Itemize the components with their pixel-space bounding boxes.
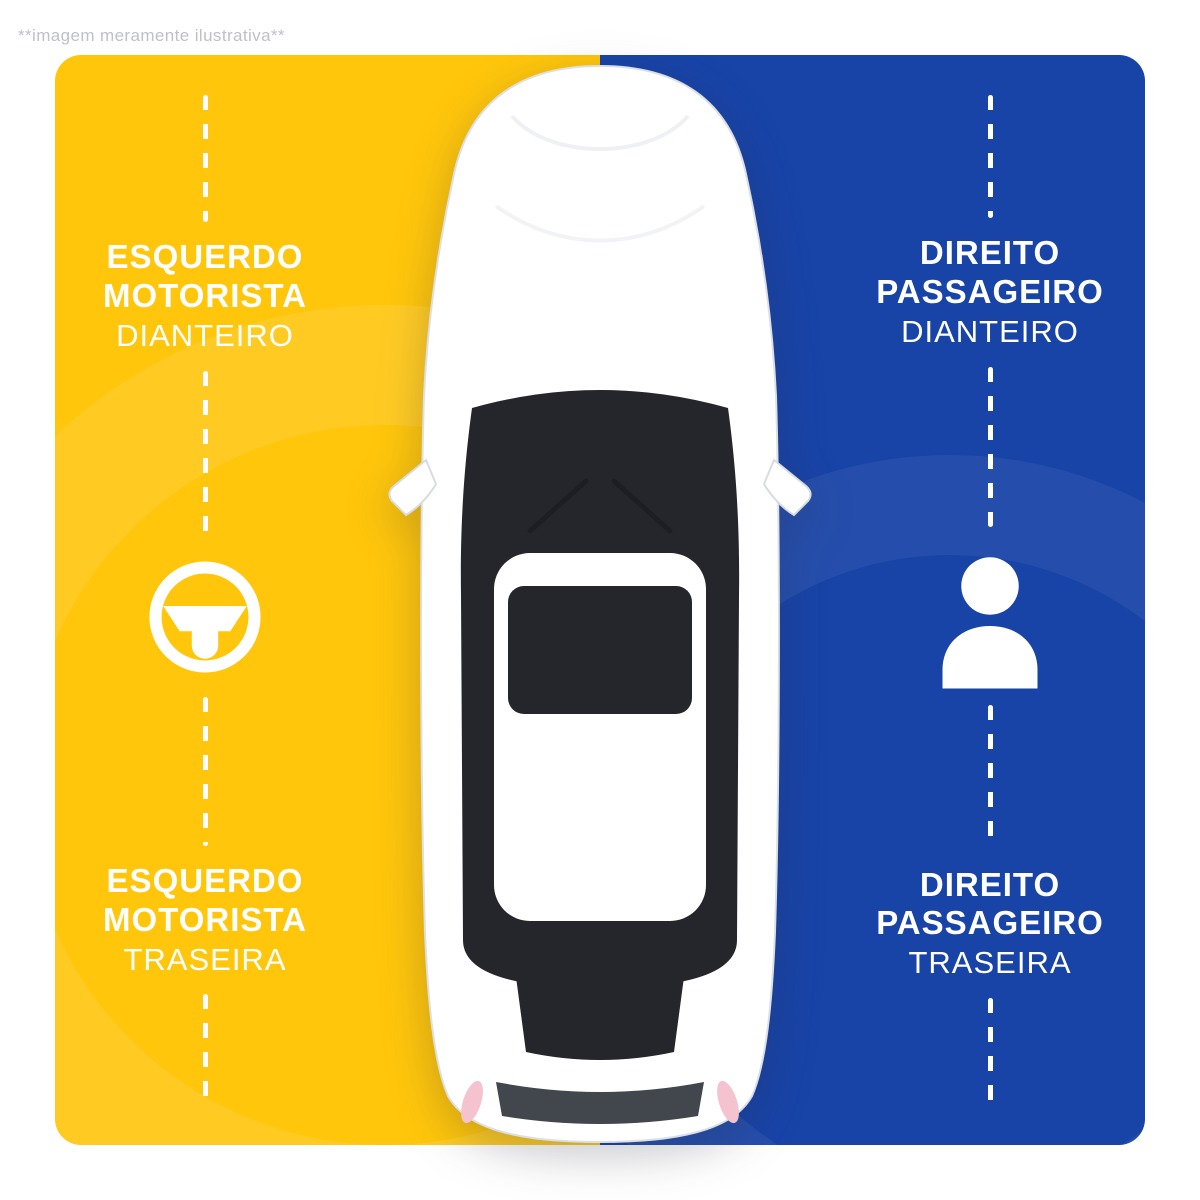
label-line: MOTORISTA	[103, 277, 307, 315]
passenger-side-column: DIREITO PASSAGEIRO DIANTEIRO DIREITO PAS…	[830, 95, 1145, 1105]
steering-wheel-icon	[139, 551, 271, 683]
car-orientation-panel: ESQUERDO MOTORISTA DIANTEIRO ESQUERDO MO…	[55, 55, 1145, 1145]
driver-side-column: ESQUERDO MOTORISTA DIANTEIRO ESQUERDO MO…	[55, 95, 365, 1105]
quadrant-label-rear-right: DIREITO PASSAGEIRO TRASEIRA	[876, 866, 1104, 982]
dashed-line-segment	[202, 370, 208, 537]
dashed-line-segment	[987, 366, 993, 528]
dashed-line-segment	[987, 705, 993, 850]
quadrant-label-front-left: ESQUERDO MOTORISTA DIANTEIRO	[103, 238, 307, 354]
illustrative-image-disclaimer: **imagem meramente ilustrativa**	[18, 26, 285, 45]
passenger-icon	[915, 541, 1065, 691]
dashed-line-segment	[202, 95, 208, 223]
label-line: DIANTEIRO	[116, 318, 294, 354]
dashed-line-segment	[202, 696, 208, 846]
label-line: MOTORISTA	[103, 900, 307, 938]
label-line: DIANTEIRO	[901, 313, 1079, 349]
dashed-line-segment	[987, 95, 993, 219]
label-line: PASSAGEIRO	[876, 904, 1104, 942]
quadrant-label-front-right: DIREITO PASSAGEIRO DIANTEIRO	[876, 234, 1104, 350]
quadrant-label-rear-left: ESQUERDO MOTORISTA TRASEIRA	[103, 862, 307, 978]
dashed-line-segment	[987, 997, 993, 1105]
label-line: TRASEIRA	[908, 945, 1072, 981]
label-line: TRASEIRA	[123, 941, 287, 977]
dashed-line-segment	[202, 994, 208, 1105]
label-line: ESQUERDO	[106, 238, 304, 276]
label-line: ESQUERDO	[106, 861, 304, 899]
label-line: DIREITO	[919, 234, 1061, 272]
label-line: PASSAGEIRO	[876, 273, 1104, 311]
label-line: DIREITO	[919, 865, 1061, 903]
